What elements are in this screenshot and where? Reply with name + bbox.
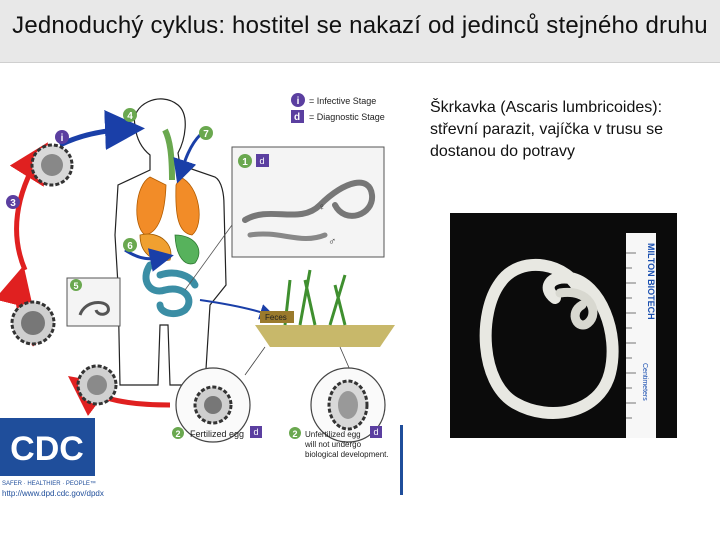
- title-bar: Jednoduchý cyklus: hostitel se nakazí od…: [0, 0, 720, 63]
- unfertilized-egg-label-3: biological development.: [305, 450, 389, 459]
- egg-two-cell-bottom: [76, 364, 118, 406]
- caption-line-2: střevní parazit, vajíčka v trusu se: [430, 121, 663, 138]
- egg-morula-left: [10, 300, 56, 346]
- life-cycle-diagram: ♀ ♂ i = Infective Stage d = Diagnostic S…: [0, 93, 403, 498]
- step-5-badge: [70, 279, 82, 291]
- step-4-badge: [123, 108, 137, 122]
- roundworm-body: [479, 259, 619, 419]
- svg-text:i: i: [61, 133, 64, 144]
- caption-line-1: Škrkavka (Ascaris lumbricoides):: [430, 99, 663, 116]
- svg-text:CDC: CDC: [10, 430, 84, 468]
- roundworm-photo: MILTON BIOTECH Centimeters: [450, 213, 677, 438]
- male-symbol: ♂: [328, 236, 336, 248]
- svg-text:2: 2: [292, 429, 297, 439]
- inset-pointer-line: [184, 224, 233, 291]
- legend: i = Infective Stage d = Diagnostic Stage: [291, 93, 385, 123]
- human-body-outline: [114, 98, 227, 386]
- svg-text:4: 4: [127, 111, 133, 122]
- caption-line-3: dostanou do potravy: [430, 143, 575, 160]
- cdc-logo: CDC: [0, 418, 95, 476]
- svg-text:5: 5: [73, 281, 78, 291]
- svg-text:Feces: Feces: [265, 313, 287, 322]
- feces-shape: [260, 311, 294, 323]
- cdc-url: http://www.dpd.cdc.gov/dpdx: [2, 489, 104, 498]
- step-1-badge: [238, 154, 252, 168]
- caption: Škrkavka (Ascaris lumbricoides): střevní…: [430, 97, 715, 163]
- male-worm-shape: [247, 231, 328, 241]
- female-symbol: ♀: [318, 202, 326, 213]
- svg-text:7: 7: [203, 129, 209, 140]
- cycle-arrow-step-6: [124, 248, 174, 272]
- unfertilized-egg-label-1: Unfertilized egg: [305, 430, 361, 439]
- cycle-arrow-step-7: [173, 133, 202, 184]
- svg-text:d: d: [373, 427, 378, 437]
- step-2-badge-unfertilized: [289, 427, 301, 439]
- svg-text:1: 1: [242, 157, 248, 168]
- cycle-arrow-step-4: [58, 110, 145, 150]
- step-1-diagnostic-marker: [256, 154, 269, 167]
- roundworm-coil: [555, 287, 598, 330]
- cdc-tagline: SAFER · HEALTHIER · PEOPLE™: [2, 480, 96, 487]
- female-worm-shape: [242, 179, 375, 223]
- svg-text:d: d: [259, 156, 264, 166]
- stomach-shape: [174, 234, 200, 265]
- soil-pointer-left: [244, 346, 266, 376]
- svg-text:3: 3: [10, 198, 16, 209]
- step-7-badge: [199, 126, 213, 140]
- step-2-badge-fertilized: [172, 427, 184, 439]
- unfertilized-egg-label-2: will not undergo: [304, 440, 362, 449]
- soil-grass: [255, 269, 395, 347]
- step-3-badge: [6, 195, 20, 209]
- svg-text:= Diagnostic Stage: = Diagnostic Stage: [309, 112, 385, 122]
- left-top-infective-marker: [55, 130, 69, 144]
- svg-text:Centimeters: Centimeters: [641, 363, 648, 401]
- svg-text:d: d: [294, 112, 300, 123]
- svg-text:i: i: [297, 96, 300, 107]
- right-lung-shape: [175, 176, 200, 236]
- slide-title: Jednoduchý cyklus: hostitel se nakazí od…: [12, 12, 708, 39]
- step-6-badge: [123, 238, 137, 252]
- larva-shape: [78, 301, 110, 316]
- intestines-shape: [142, 261, 199, 318]
- measuring-ruler: MILTON BIOTECH Centimeters: [626, 233, 656, 438]
- embryonated-egg-top: [30, 143, 74, 187]
- svg-text:= Infective Stage: = Infective Stage: [309, 96, 376, 106]
- svg-text:2: 2: [175, 429, 180, 439]
- svg-text:6: 6: [127, 241, 133, 252]
- right-edge-strip: [400, 425, 403, 495]
- soil-pointer-right: [339, 346, 351, 371]
- trachea-shape: [162, 128, 175, 181]
- svg-text:d: d: [253, 427, 258, 437]
- unfertilized-egg-circle: [310, 367, 386, 443]
- svg-text:MILTON BIOTECH: MILTON BIOTECH: [646, 243, 656, 320]
- fertilized-egg-label: Fertilized egg: [190, 429, 244, 439]
- fertilized-egg-circle: [175, 367, 251, 443]
- cycle-arrow-to-feces: [199, 299, 276, 320]
